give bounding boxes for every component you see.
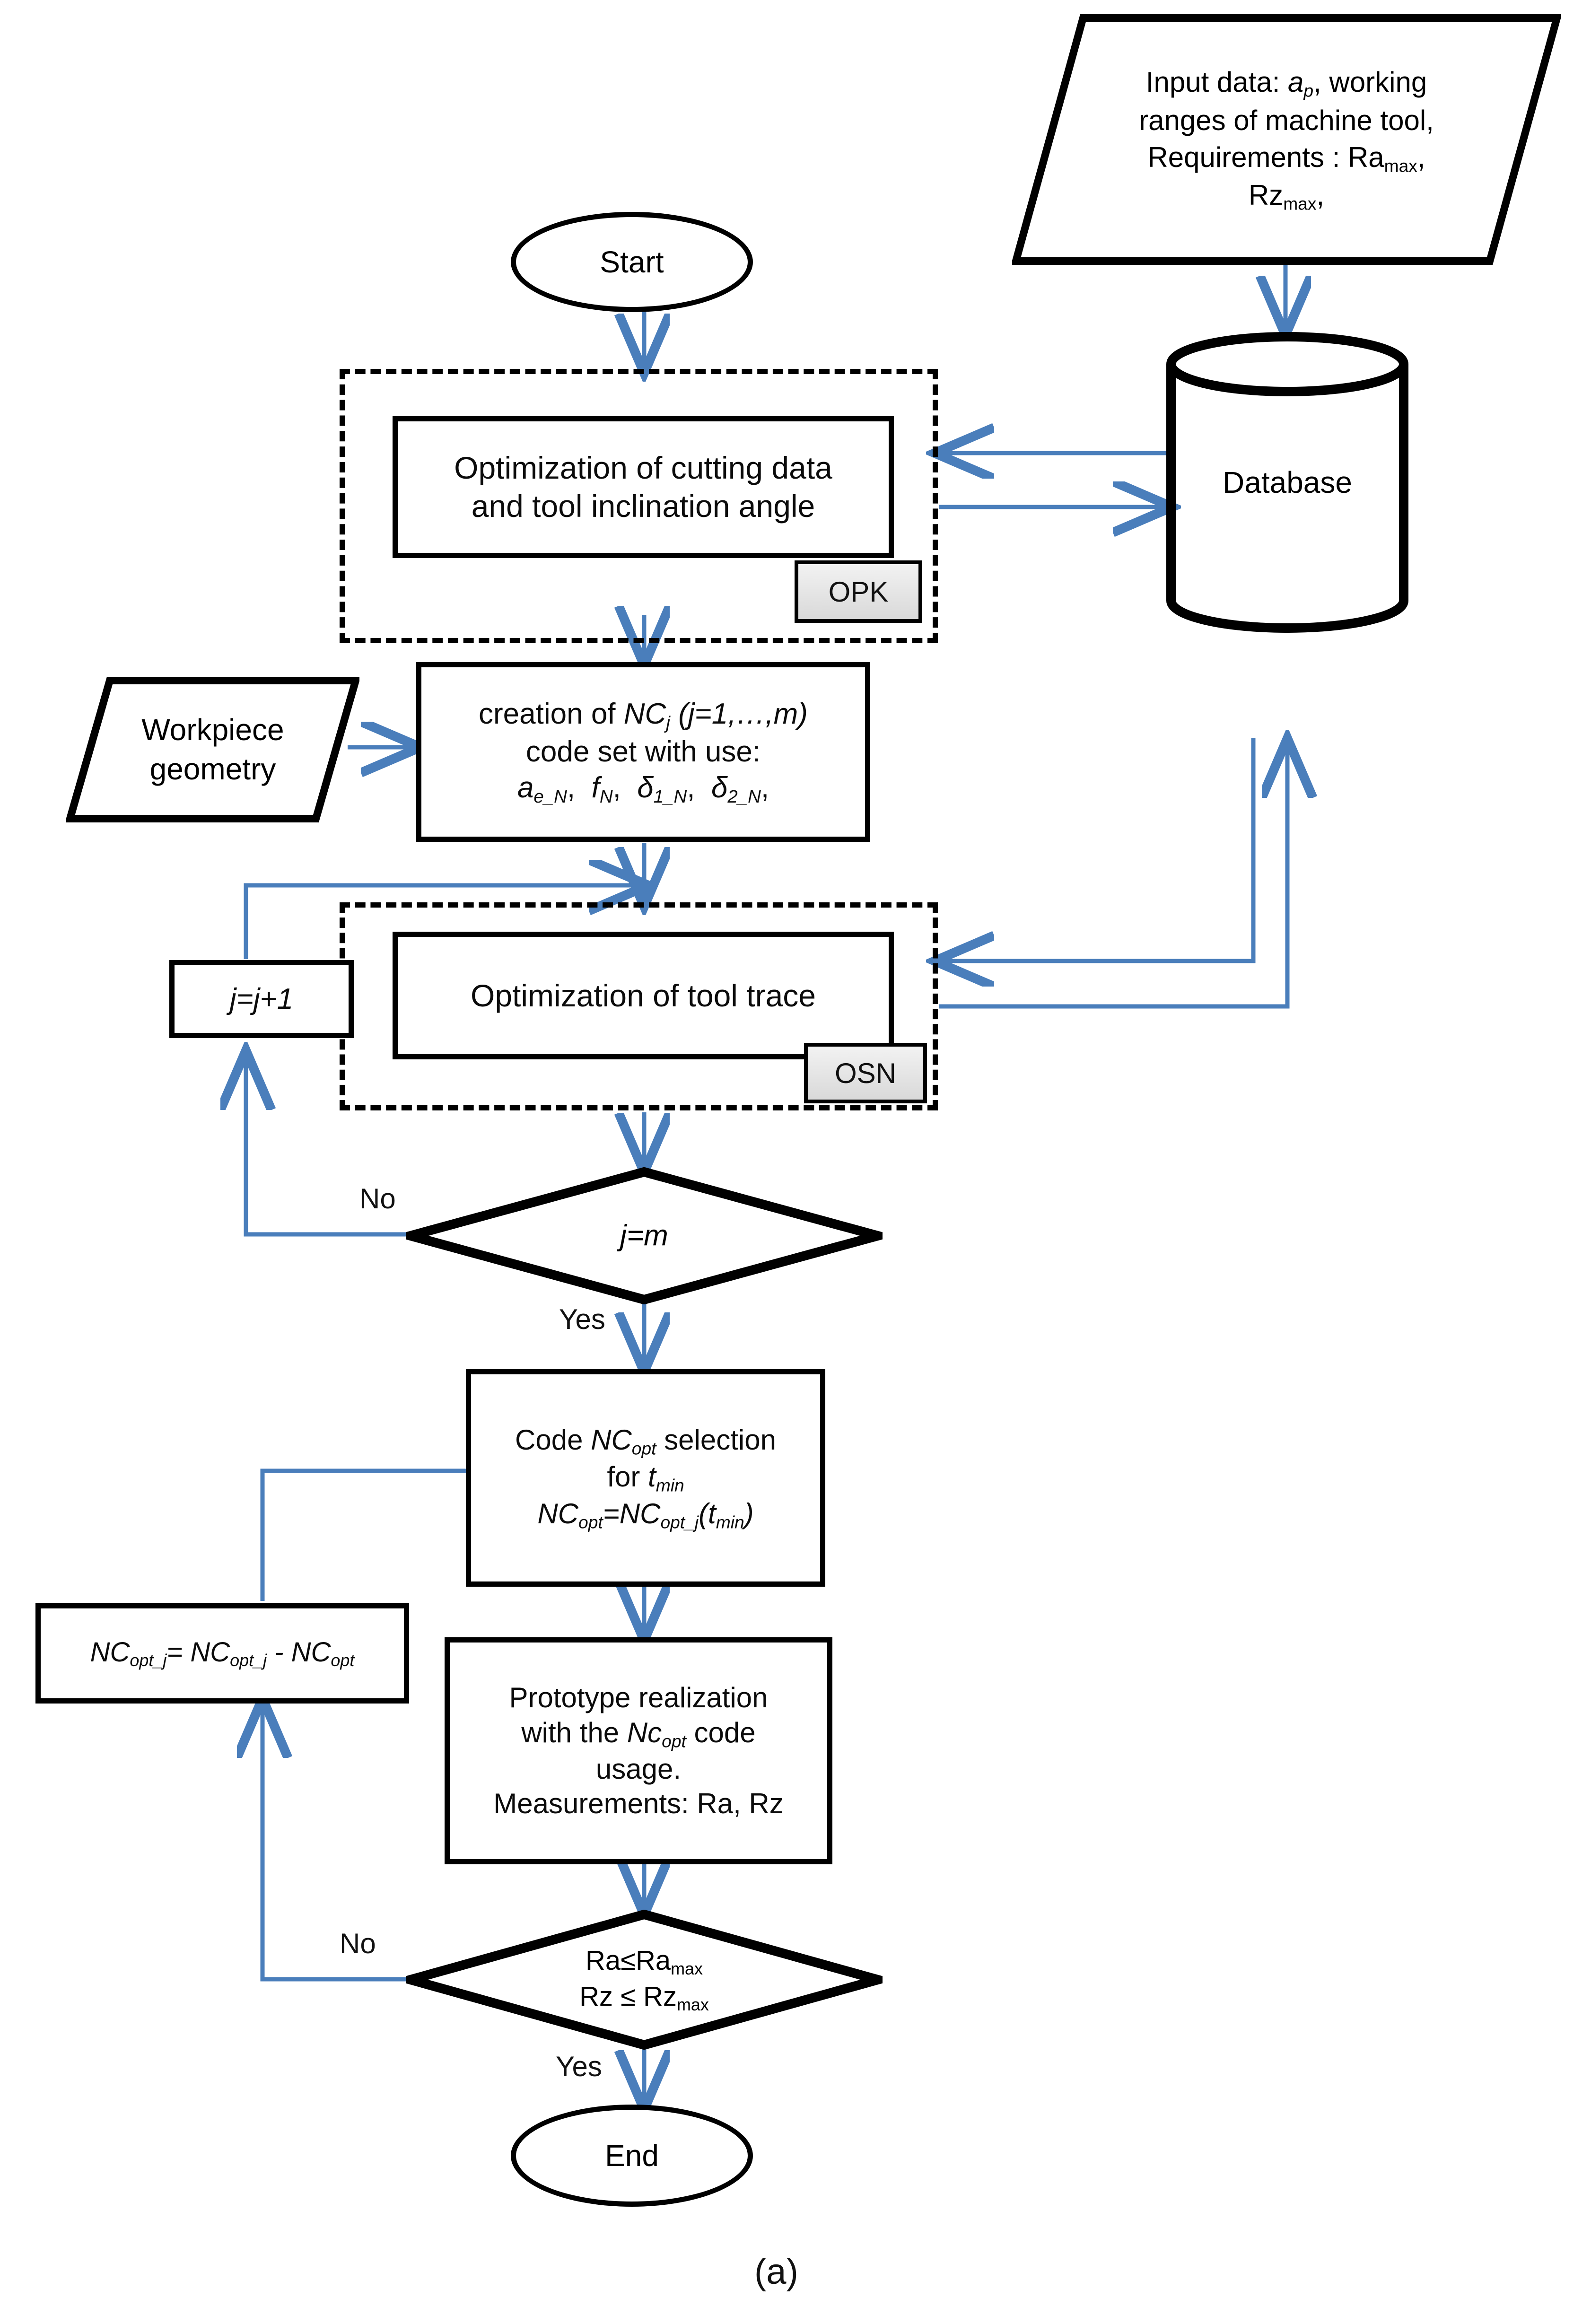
diamond-shape	[393, 1167, 896, 1305]
proto-line2-sub: opt	[662, 1730, 686, 1751]
nccreate-line1-var: NC	[623, 697, 666, 730]
term0-sub: e_N	[533, 786, 567, 807]
input-line3-post: ,	[1417, 141, 1425, 173]
input-data-label: Input data: ap, working ranges of machin…	[1012, 14, 1561, 265]
input-line3-pre: Requirements : Ra	[1147, 141, 1384, 173]
proto-line1: Prototype realization	[509, 1682, 768, 1714]
proto-line2-pre: with the	[521, 1716, 627, 1748]
codesel-line1-pre: Code	[515, 1424, 591, 1456]
code-selection-box: Code NCopt selection for tmin NCopt=NCop…	[466, 1369, 825, 1587]
edge-osn-to-database	[939, 743, 1287, 1009]
codesel-line2-pre: for	[607, 1461, 648, 1493]
parallelogram-shape	[1012, 14, 1561, 265]
term0-base: a	[517, 771, 534, 804]
code-selection-label: Code NCopt selection for tmin NCopt=NCop…	[510, 1423, 781, 1533]
input-line4-post: ,	[1316, 179, 1325, 211]
end-node: End	[511, 2105, 753, 2207]
workpiece-geometry-parallelogram: Workpiece geometry	[66, 676, 359, 823]
decision-jm-label: j=m	[620, 1219, 668, 1252]
diamond-shape	[393, 1909, 896, 2050]
nc-creation-label: creation of NCj (j=1,…,m) code set with …	[474, 696, 813, 808]
codesel-line1-sub: opt	[631, 1438, 656, 1459]
start-node: Start	[511, 212, 753, 312]
nccreate-line1-pre: creation of	[479, 697, 624, 730]
j-increment-box: j=j+1	[169, 960, 354, 1038]
workpiece-line2: geometry	[149, 752, 276, 786]
decra-line1-pre: Ra≤Ra	[585, 1945, 671, 1976]
edge-label-ra-yes: Yes	[556, 2051, 602, 2082]
opk-tag: OPK	[795, 560, 922, 623]
start-label: Start	[600, 245, 664, 279]
end-label: End	[605, 2139, 659, 2173]
proto-line3: usage.	[595, 1753, 682, 1785]
codesel-line3: NCopt=NCopt_j(tmin)	[537, 1497, 754, 1532]
codesel-line1-var: NC	[591, 1424, 632, 1456]
nccreate-line2: code set with use:	[525, 735, 761, 769]
input-line4-sub: max	[1283, 193, 1317, 214]
decra-line2-sub: max	[676, 1995, 709, 2015]
prototype-box: Prototype realization with the Ncopt cod…	[445, 1637, 832, 1864]
proto-line2-post: code	[686, 1716, 756, 1748]
optimization-tool-trace-label: Optimization of tool trace	[471, 978, 816, 1013]
opk-tag-label: OPK	[828, 576, 889, 608]
database-label: Database	[1223, 465, 1352, 499]
workpiece-line1: Workpiece	[141, 712, 284, 747]
input-line1-sub: p	[1303, 80, 1314, 101]
opk-dashed-group	[340, 369, 938, 643]
proto-line4: Measurements: Ra, Rz	[493, 1788, 784, 1820]
nc-update-box: NCopt_j= NCopt_j - NCopt	[35, 1603, 409, 1704]
proto-line2-var: Nc	[627, 1716, 662, 1748]
edge-label-ra-no: No	[340, 1928, 376, 1959]
edge-label-jm-no: No	[359, 1183, 396, 1214]
term3-tail: ,	[761, 771, 769, 804]
optcut-line1: Optimization of cutting data	[454, 450, 832, 486]
osn-tag-label: OSN	[834, 1057, 897, 1089]
optimization-cutting-data-label: Optimization of cutting data and tool in…	[449, 449, 837, 525]
term3-base: δ	[711, 771, 728, 804]
decra-line1-sub: max	[671, 1959, 703, 1979]
term1-sub: N	[599, 786, 613, 807]
codesel-line2-var: t	[648, 1461, 656, 1493]
nc-update-label: NCopt_j= NCopt_j - NCopt	[90, 1637, 355, 1670]
j-increment-label: j=j+1	[229, 983, 294, 1015]
nccreate-line1-sub: j	[666, 712, 670, 733]
input-data-parallelogram: Input data: ap, working ranges of machin…	[1012, 14, 1561, 265]
input-line2: ranges of machine tool,	[1139, 104, 1434, 136]
term1-base: f	[591, 771, 600, 804]
term0-tail: ,	[567, 771, 576, 804]
nccreate-line3: ae_N, fN, δ1_N, δ2_N,	[479, 770, 808, 808]
decision-ra-label: Ra≤Ramax Rz ≤ Rzmax	[406, 1910, 883, 2050]
decision-ra: Ra≤Ramax Rz ≤ Rzmax	[393, 1909, 896, 2050]
prototype-label: Prototype realization with the Ncopt cod…	[489, 1680, 788, 1821]
term2-base: δ	[637, 771, 654, 804]
input-line1-pre: Input data:	[1145, 66, 1288, 98]
optimization-cutting-data-box: Optimization of cutting data and tool in…	[393, 416, 894, 558]
nc-creation-box: creation of NCj (j=1,…,m) code set with …	[416, 662, 870, 842]
term2-sub: 1_N	[653, 786, 687, 807]
decra-line2-pre: Rz ≤ Rz	[579, 1981, 677, 2012]
term2-tail: ,	[687, 771, 695, 804]
optcut-line2: and tool inclination angle	[471, 489, 815, 524]
input-line1-var: a	[1288, 66, 1304, 98]
figure-caption: (a)	[754, 2252, 798, 2292]
decision-jm: j=m	[393, 1167, 896, 1305]
input-line1-post: , working	[1313, 66, 1427, 98]
input-line4-pre: Rz	[1248, 179, 1284, 211]
cylinder-shape	[1166, 332, 1408, 633]
parallelogram-shape	[66, 677, 359, 822]
workpiece-label: Workpiece geometry	[66, 676, 359, 823]
input-line3-sub: max	[1384, 156, 1417, 176]
osn-tag: OSN	[804, 1043, 927, 1103]
term1-tail: ,	[612, 771, 621, 804]
term3-sub: 2_N	[727, 786, 761, 807]
database-cylinder: Database	[1164, 331, 1410, 634]
nccreate-line1-post: (j=1,…,m)	[670, 697, 808, 730]
codesel-line2-sub: min	[656, 1475, 684, 1495]
edge-label-jm-yes: Yes	[559, 1303, 605, 1335]
edge-database-to-osn	[939, 738, 1256, 961]
optimization-tool-trace-box: Optimization of tool trace	[393, 932, 894, 1059]
codesel-line1-post: selection	[656, 1424, 776, 1456]
